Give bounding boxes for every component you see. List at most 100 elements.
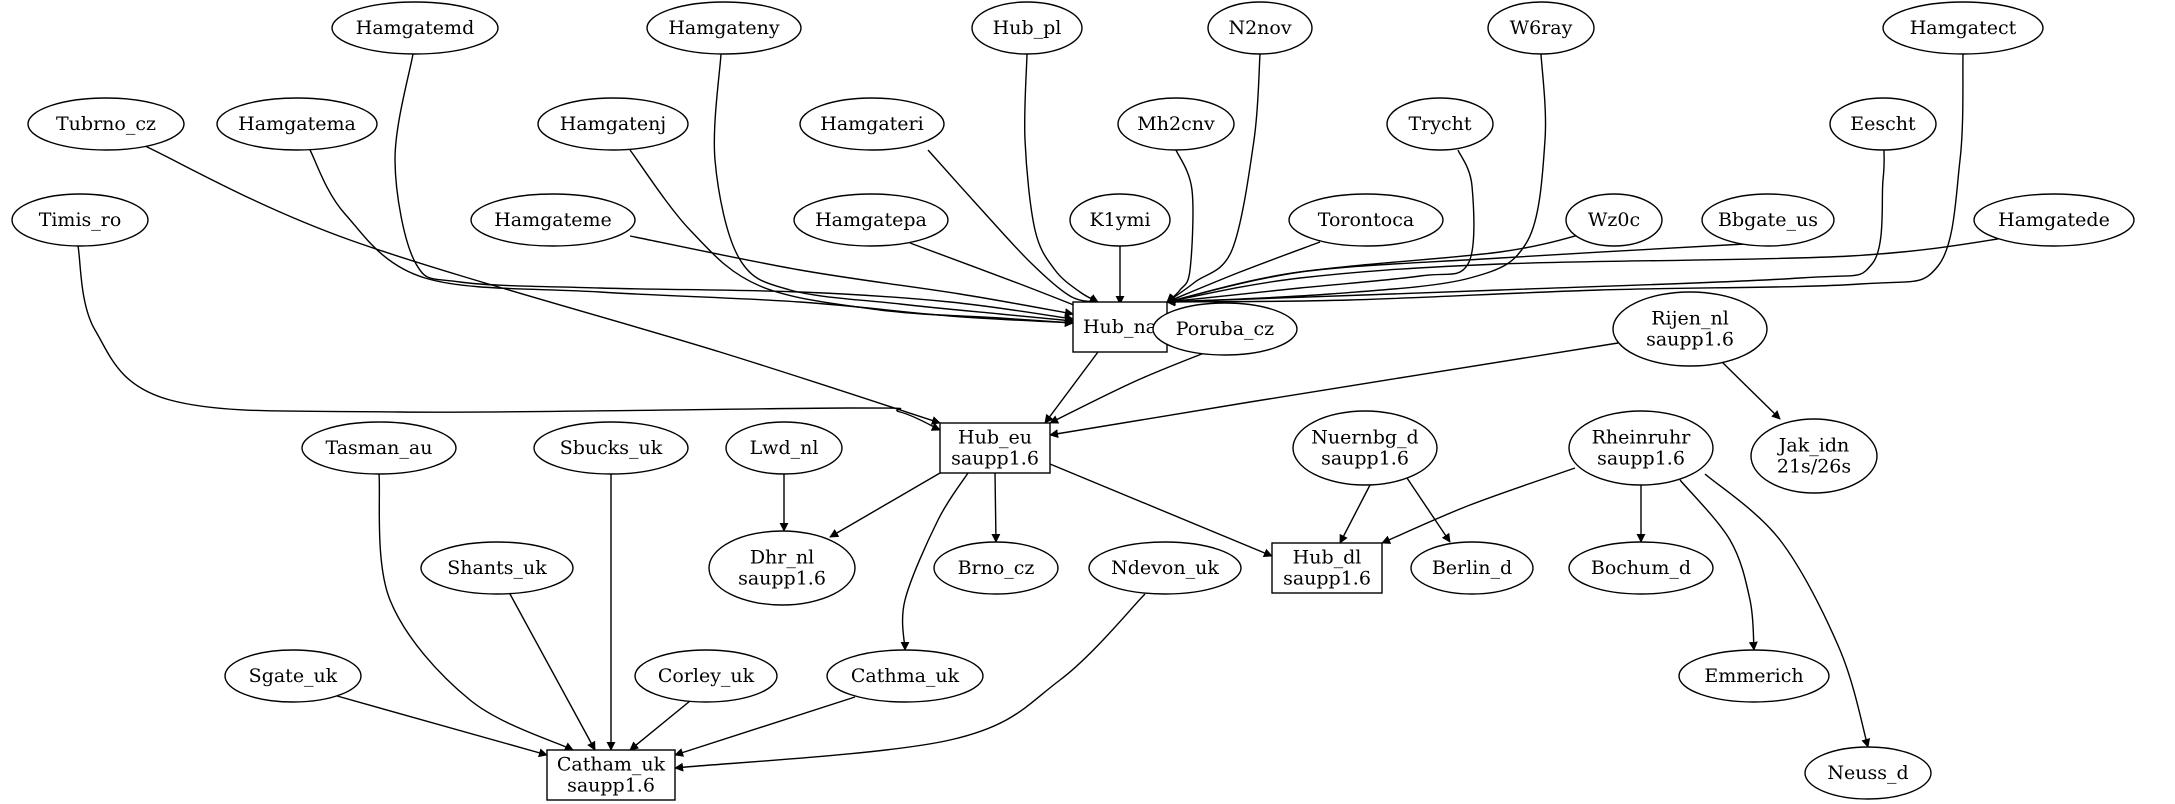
node-ellipse <box>646 1 802 55</box>
node-label: Lwd_nl <box>750 437 819 459</box>
node-ellipse <box>1069 193 1171 247</box>
edge-hamgateri-to-hub_na <box>927 149 1099 305</box>
node-label: saupp1.6 <box>1283 568 1371 590</box>
node-label: Hub_dl <box>1293 547 1362 569</box>
edge-rheinruhr-to-hub_dl <box>1381 467 1576 544</box>
node-box <box>546 749 676 801</box>
node-label: Sbucks_uk <box>560 437 663 459</box>
edge-hamgatenj-to-hub_na <box>629 149 1074 327</box>
edge-corley_uk-to-catham_uk <box>629 700 691 751</box>
node-label: Hamgatede <box>1998 209 2110 231</box>
edge-w6ray-to-hub_na <box>1166 53 1547 307</box>
node-ellipse <box>971 1 1083 55</box>
node-label: Hamgatect <box>1910 17 2017 39</box>
node-label: Rheinruhr <box>1592 427 1692 449</box>
edge-hamgateme-to-hub_na <box>629 235 1074 318</box>
node-ellipse <box>1750 418 1878 494</box>
node-ellipse <box>420 541 574 595</box>
node-ellipse <box>1207 1 1313 55</box>
node-ellipse <box>634 649 778 703</box>
node-label: Poruba_cz <box>1176 318 1274 340</box>
node-sgate-uk: Sgate_uk <box>224 649 362 703</box>
node-ellipse <box>725 421 843 475</box>
edge-rijen_nl-to-jak_idn <box>1721 361 1781 420</box>
node-hamgateme: Hamgateme <box>470 193 636 247</box>
edge-hamgatema-to-hub_na <box>309 149 1074 328</box>
edge-hamgateny-to-hub_na <box>713 53 1074 325</box>
node-corley-uk: Corley_uk <box>634 649 778 703</box>
edge-trycht-to-hub_na <box>1166 149 1475 306</box>
node-neuss-d: Neuss_d <box>1804 746 1932 800</box>
node-ellipse <box>224 649 362 703</box>
node-ellipse <box>301 421 457 475</box>
node-label: Trycht <box>1408 113 1471 135</box>
node-cathma-uk: Cathma_uk <box>826 649 984 703</box>
node-shants-uk: Shants_uk <box>420 541 574 595</box>
edge-sgate_uk-to-catham_uk <box>329 693 548 758</box>
node-ellipse <box>1568 541 1714 595</box>
node-label: Mh2cnv <box>1137 113 1215 135</box>
node-label: Hamgateme <box>494 209 612 231</box>
edge-nuernbg_d-to-berlin_d <box>1406 477 1451 543</box>
node-label: Timis_ro <box>39 209 122 231</box>
node-trycht: Trycht <box>1386 97 1494 151</box>
node-label: Eescht <box>1850 113 1916 135</box>
edge-nuernbg_d-to-hub_dl <box>1339 484 1371 544</box>
node-ellipse <box>1804 746 1932 800</box>
node-label: Wz0c <box>1588 209 1640 231</box>
node-label: saupp1.6 <box>567 775 655 797</box>
node-ellipse <box>1973 193 2135 247</box>
node-ellipse <box>1386 97 1494 151</box>
edge-hub_eu-to-brno_cz <box>991 472 1001 543</box>
node-ellipse <box>1410 541 1534 595</box>
node-label: Dhr_nl <box>750 547 814 569</box>
node-hamgatema: Hamgatema <box>216 97 378 151</box>
node-label: saupp1.6 <box>1321 448 1409 470</box>
node-label: saupp1.6 <box>1597 448 1685 470</box>
edge-bbgate_us-to-hub_na <box>1166 243 1746 305</box>
node-label: Hamgatepa <box>815 209 927 231</box>
node-label: saupp1.6 <box>738 568 826 590</box>
node-ellipse <box>533 421 689 475</box>
node-bbgate-us: Bbgate_us <box>1701 193 1835 247</box>
node-ellipse <box>1678 649 1830 703</box>
edge-hub_eu-to-dhr_nl <box>829 472 941 538</box>
node-label: Shants_uk <box>447 557 547 579</box>
node-tasman-au: Tasman_au <box>301 421 457 475</box>
edge-rijen_nl-to-hub_eu <box>1049 342 1619 439</box>
node-label: Hamgatemd <box>356 17 474 39</box>
edge-timis_ro-to-hub_eu <box>77 245 941 431</box>
node-torontoca: Torontoca <box>1288 193 1444 247</box>
node-brno-cz: Brno_cz <box>933 541 1059 595</box>
node-ellipse <box>1288 193 1444 247</box>
edge-mh2cnv-to-hub_na <box>1166 149 1194 303</box>
node-label: Torontoca <box>1318 209 1414 231</box>
node-n2nov: N2nov <box>1207 1 1313 55</box>
node-box <box>1271 542 1383 594</box>
edge-tubrno_cz-to-hub_eu <box>144 145 941 425</box>
node-ellipse <box>537 97 689 151</box>
edge-hub_pl-to-hub_na <box>1023 53 1099 303</box>
node-label: Hub_pl <box>993 17 1062 39</box>
node-hamgateny: Hamgateny <box>646 1 802 55</box>
node-label: Berlin_d <box>1432 557 1512 579</box>
node-timis-ro: Timis_ro <box>11 193 149 247</box>
node-ellipse <box>1152 302 1298 356</box>
node-label: Bochum_d <box>1591 557 1691 579</box>
node-hamgatect: Hamgatect <box>1882 1 2044 55</box>
node-hub-na: Hub_na <box>1072 301 1168 353</box>
node-ellipse <box>27 97 185 151</box>
edge-rheinruhr-to-neuss_d <box>1704 473 1871 748</box>
node-label: Cathma_uk <box>851 665 960 687</box>
node-label: Corley_uk <box>658 665 755 687</box>
node-label: Tasman_au <box>326 437 433 459</box>
node-label: saupp1.6 <box>951 448 1039 470</box>
node-box <box>939 422 1051 474</box>
node-label: W6ray <box>1510 17 1573 39</box>
edge-shants_uk-to-catham_uk <box>509 593 596 751</box>
node-ndevon-uk: Ndevon_uk <box>1088 541 1242 595</box>
